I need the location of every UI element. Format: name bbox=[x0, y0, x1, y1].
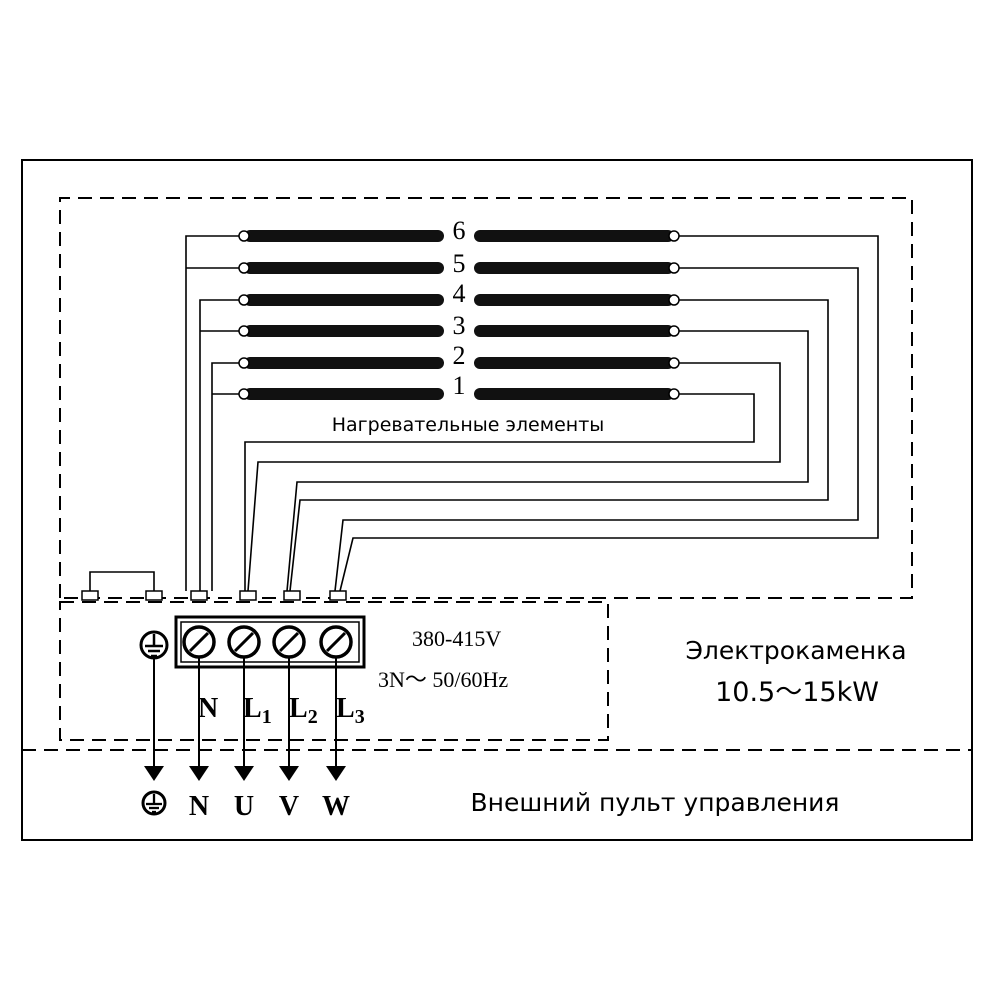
product-name: Электрокаменка bbox=[685, 636, 906, 665]
terminal-screw-1 bbox=[182, 625, 216, 659]
rod-end-right-6 bbox=[668, 230, 680, 242]
heater-rod-left-2 bbox=[244, 357, 444, 369]
rod-end-left-5 bbox=[238, 262, 250, 274]
terminal-screw-3 bbox=[272, 625, 306, 659]
control-panel-label: Внешний пульт управления bbox=[471, 788, 840, 817]
ground-icon bbox=[139, 630, 169, 660]
element-number-3: 3 bbox=[453, 311, 466, 340]
rod-end-right-1 bbox=[668, 388, 680, 400]
rod-end-left-3 bbox=[238, 325, 250, 337]
rod-end-left-2 bbox=[238, 357, 250, 369]
heater-rod-right-3 bbox=[474, 325, 674, 337]
wire-12 bbox=[244, 393, 755, 591]
terminal-screw-4 bbox=[319, 625, 353, 659]
rod-end-left-4 bbox=[238, 294, 250, 306]
wire-11 bbox=[247, 362, 781, 592]
jumper-wire bbox=[89, 571, 155, 591]
heater-rod-right-6 bbox=[474, 230, 674, 242]
heater-rod-right-2 bbox=[474, 357, 674, 369]
rod-end-left-6 bbox=[238, 230, 250, 242]
heater-enclosure bbox=[59, 197, 913, 599]
wire-8 bbox=[334, 267, 859, 592]
wire-7 bbox=[339, 235, 879, 592]
output-arrow-2 bbox=[189, 766, 209, 781]
wire-3 bbox=[199, 299, 239, 591]
rod-end-left-1 bbox=[238, 388, 250, 400]
heater-rod-left-5 bbox=[244, 262, 444, 274]
power-range: 10.5～15kW bbox=[715, 677, 879, 708]
output-label-u: U bbox=[234, 791, 254, 822]
heater-rod-right-1 bbox=[474, 388, 674, 400]
output-label-v: V bbox=[279, 791, 299, 822]
terminal-label-l3: L3 bbox=[336, 693, 365, 728]
wire-10 bbox=[286, 330, 809, 592]
terminal-box bbox=[59, 601, 609, 741]
heater-elements bbox=[238, 230, 680, 400]
terminal-screw-2 bbox=[227, 625, 261, 659]
output-arrow-5 bbox=[326, 766, 346, 781]
wire-5 bbox=[211, 362, 239, 591]
wire-1 bbox=[185, 235, 239, 591]
element-number-5: 5 bbox=[453, 249, 466, 278]
output-arrow-4 bbox=[279, 766, 299, 781]
terminal-label-l2: L2 bbox=[289, 693, 318, 728]
element-number-6: 6 bbox=[453, 216, 466, 245]
heater-rod-right-4 bbox=[474, 294, 674, 306]
heater-label: Нагревательные элементы bbox=[332, 414, 605, 436]
rod-end-right-5 bbox=[668, 262, 680, 274]
rod-end-right-3 bbox=[668, 325, 680, 337]
rod-end-right-2 bbox=[668, 357, 680, 369]
output-label-w: W bbox=[322, 791, 350, 822]
element-number-1: 1 bbox=[453, 371, 466, 400]
heater-rod-right-5 bbox=[474, 262, 674, 274]
output-arrow-1 bbox=[144, 766, 164, 781]
heater-rod-left-4 bbox=[244, 294, 444, 306]
terminal-label-l1: L1 bbox=[243, 693, 272, 728]
terminal-label-n: N bbox=[198, 693, 218, 724]
voltage-frequency: 3N～ 50/60Hz bbox=[378, 667, 508, 692]
output-arrow-3 bbox=[234, 766, 254, 781]
heater-rod-left-6 bbox=[244, 230, 444, 242]
voltage-range: 380-415V bbox=[412, 626, 501, 651]
outer-frame bbox=[21, 159, 973, 841]
element-number-2: 2 bbox=[453, 341, 466, 370]
wire-9 bbox=[289, 299, 829, 592]
heater-rod-left-3 bbox=[244, 325, 444, 337]
output-label-n: N bbox=[189, 791, 209, 822]
heater-wiring bbox=[185, 235, 879, 592]
output-ground-icon bbox=[141, 790, 167, 816]
rod-end-right-4 bbox=[668, 294, 680, 306]
element-number-4: 4 bbox=[453, 279, 466, 308]
heater-rod-left-1 bbox=[244, 388, 444, 400]
